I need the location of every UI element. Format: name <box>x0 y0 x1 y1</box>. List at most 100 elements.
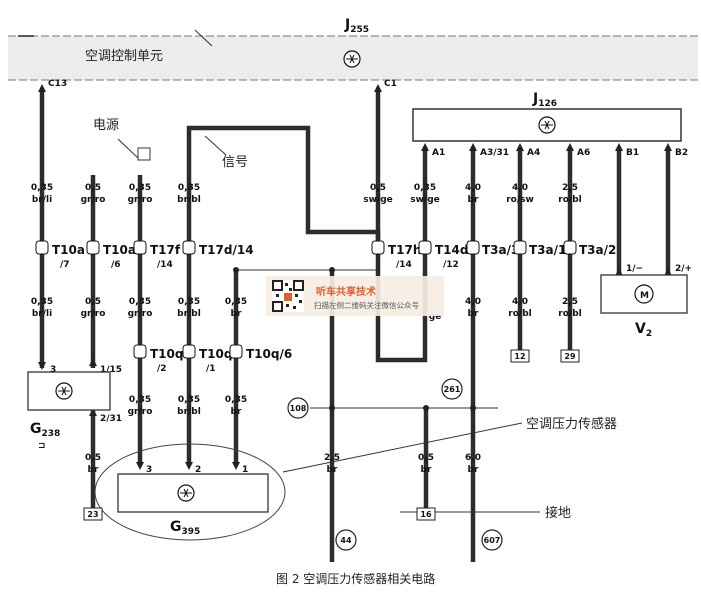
svg-text:G395: G395 <box>170 519 200 537</box>
svg-text:0,35: 0,35 <box>129 297 151 307</box>
svg-text:/7: /7 <box>60 260 70 270</box>
motor-icon <box>634 284 654 304</box>
svg-text:sw/ge: sw/ge <box>410 195 440 205</box>
svg-text:br: br <box>327 465 338 475</box>
g395-sensor: G395 <box>94 443 286 541</box>
svg-text:0,5: 0,5 <box>418 453 434 463</box>
svg-text:4,0: 4,0 <box>512 297 528 307</box>
svg-text:0,35: 0,35 <box>129 183 151 193</box>
figure-caption: 图 2 空调压力传感器相关电路 <box>276 571 435 586</box>
pin-c13: C13 <box>48 79 67 89</box>
pin-g395-3: 3 <box>146 465 152 475</box>
svg-text:br: br <box>421 465 432 475</box>
pin-a4: A4 <box>527 148 540 158</box>
svg-text:br/li: br/li <box>32 309 52 319</box>
pin-a3-31: A3/31 <box>480 148 509 158</box>
svg-text:T17f: T17f <box>150 243 181 257</box>
svg-text:607: 607 <box>484 536 501 545</box>
ref-108: 108 <box>287 397 309 419</box>
ref-261: 261 <box>441 378 463 400</box>
svg-text:0,5: 0,5 <box>85 297 101 307</box>
svg-text:6,0: 6,0 <box>465 453 481 463</box>
power-label: 电源 <box>93 118 119 133</box>
ref-12: 12 <box>510 349 530 363</box>
pin-b2: B2 <box>675 148 688 158</box>
svg-text:/1: /1 <box>206 364 216 374</box>
svg-text:0,5: 0,5 <box>85 183 101 193</box>
watermark-title: 听车共享技术 <box>316 287 376 298</box>
svg-text:T10q: T10q <box>150 347 183 361</box>
svg-text:/14: /14 <box>157 260 173 270</box>
svg-text:/14: /14 <box>396 260 412 270</box>
svg-text:gr/ro: gr/ro <box>128 407 153 417</box>
ref-boxes: 12 29 23 16 <box>83 349 580 521</box>
svg-text:0,35: 0,35 <box>31 297 53 307</box>
svg-text:0,5: 0,5 <box>85 453 101 463</box>
svg-text:gr/ro: gr/ro <box>81 195 106 205</box>
svg-text:gr/ro: gr/ro <box>128 309 153 319</box>
wires <box>39 90 671 562</box>
svg-text:261: 261 <box>444 385 461 394</box>
pin-b1: B1 <box>626 148 639 158</box>
j126-label: J126 <box>532 91 557 109</box>
ac-control-unit-label: 空调控制单元 <box>85 49 163 64</box>
svg-text:16: 16 <box>420 510 432 519</box>
svg-text:T17d/14: T17d/14 <box>199 243 254 257</box>
pin-g238-1-15: 1/15 <box>100 365 122 375</box>
svg-text:2,5: 2,5 <box>562 297 578 307</box>
connector-t17d14: T17d/14 <box>182 240 254 257</box>
svg-text:/2: /2 <box>157 364 167 374</box>
ref-23: 23 <box>83 507 103 521</box>
connector-t17f14: T17f/14 <box>133 240 181 270</box>
svg-text:br/li: br/li <box>32 195 52 205</box>
connector-t10q1: T10q/1 <box>182 344 232 374</box>
svg-text:/6: /6 <box>111 260 121 270</box>
j255-symbol-mark <box>346 54 358 64</box>
connector-t10q6: T10q/6 <box>229 344 292 361</box>
svg-text:4,0: 4,0 <box>465 297 481 307</box>
signal-label: 信号 <box>222 155 248 170</box>
svg-text:ge: ge <box>429 312 442 322</box>
svg-text:4,0: 4,0 <box>465 183 481 193</box>
svg-text:⊐: ⊐ <box>38 441 46 451</box>
pin-v2-2: 2/+ <box>675 264 692 274</box>
svg-text:0,35: 0,35 <box>225 395 247 405</box>
ref-circles: 108 261 44 607 <box>287 378 503 551</box>
svg-text:ro/bl: ro/bl <box>558 195 581 205</box>
svg-text:sw/ge: sw/ge <box>363 195 393 205</box>
ground-label: 接地 <box>545 505 571 521</box>
svg-text:0,35: 0,35 <box>225 297 247 307</box>
connector-t3a2: T3a/2 <box>563 240 616 257</box>
connector-t3a3: T3a/3 <box>466 240 519 257</box>
j255-label: J255 <box>344 17 369 35</box>
pin-g238-3: 3 <box>50 365 56 375</box>
j126-module: J126 <box>412 91 682 142</box>
connector-t10a6: T10a/6 <box>86 240 136 270</box>
svg-text:44: 44 <box>340 536 352 545</box>
wire-specs-bottom: 0,5br 2,5br 0,5br 6,0br <box>85 453 481 475</box>
svg-text:br/bl: br/bl <box>177 309 201 319</box>
svg-text:0,35: 0,35 <box>129 395 151 405</box>
g238-sensor: G238 ⊐ <box>27 371 111 451</box>
watermark-banner: 听车共享技术 扫描左侧二维码关注微信公众号 <box>266 276 444 316</box>
svg-text:0,35: 0,35 <box>178 183 200 193</box>
connector-t10a7: T10a/7 <box>35 240 85 270</box>
watermark-subtitle: 扫描左侧二维码关注微信公众号 <box>314 301 419 310</box>
svg-text:G238: G238 <box>30 421 60 439</box>
pin-g395-1: 1 <box>242 465 248 475</box>
pin-v2-1: 1/− <box>626 264 643 274</box>
pin-labels: C13 C1 A1 A3/31 A4 A6 B1 B2 3 1/15 2/31 … <box>48 79 692 475</box>
pin-g238-2-31: 2/31 <box>100 414 122 424</box>
j126-symbol-mark <box>541 120 553 130</box>
svg-text:gr/ro: gr/ro <box>128 195 153 205</box>
svg-text:br: br <box>88 465 99 475</box>
svg-text:T3a/1: T3a/1 <box>529 243 566 257</box>
svg-text:0,35: 0,35 <box>414 183 436 193</box>
pin-c1: C1 <box>384 79 397 89</box>
svg-text:gr/ro: gr/ro <box>81 309 106 319</box>
svg-text:T3a/2: T3a/2 <box>579 243 616 257</box>
svg-text:T17h: T17h <box>388 243 421 257</box>
svg-text:108: 108 <box>290 404 307 413</box>
svg-text:br: br <box>468 309 479 319</box>
